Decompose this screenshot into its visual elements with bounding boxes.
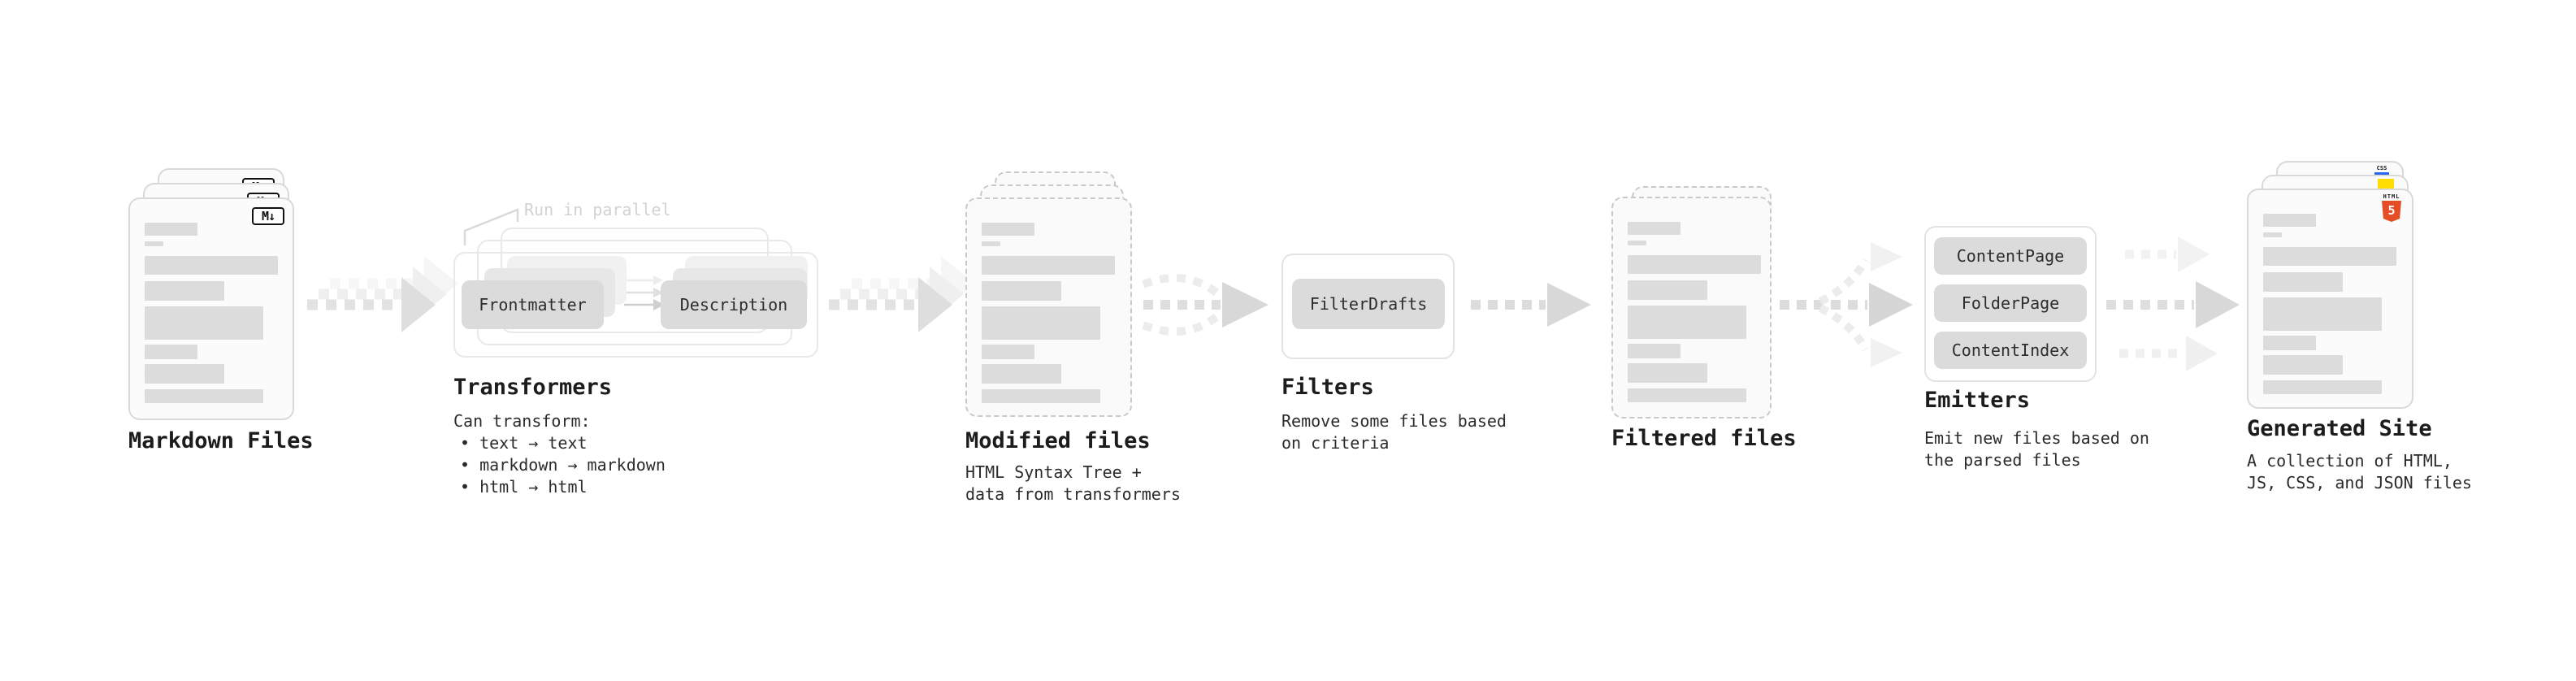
arrow-transformers-to-modified [829,256,975,332]
arrow-emitters-to-site [2106,236,2240,371]
text-placeholder-bar [2263,336,2316,350]
text-placeholder-bar [982,223,1034,236]
text-placeholder-bar [2263,232,2282,237]
text-placeholder-bar [1628,280,1707,300]
contentpage-pill: ContentPage [1934,237,2087,275]
text-placeholder-bar [1628,388,1746,402]
text-placeholder-bar [1628,306,1746,339]
emitters-desc: Emit new files based on [1924,428,2149,448]
arrow-filters-to-filtered [1471,283,1591,327]
site-file-html: HTML 5 [2247,189,2413,409]
document-placeholder-text [145,223,278,403]
text-placeholder-bar [2263,297,2382,331]
text-placeholder-bar [982,364,1061,384]
modified-files-desc: HTML Syntax Tree + [965,462,1142,482]
html5-icon: HTML 5 [2381,193,2402,222]
text-placeholder-bar [1628,222,1680,235]
text-placeholder-bar [2263,214,2316,227]
text-placeholder-bar [145,241,163,246]
filters-desc: Remove some files based [1281,411,1507,431]
filtered-files-label: Filtered files [1611,426,1797,451]
text-placeholder-bar [145,345,197,359]
note-leader-line [463,208,519,245]
markdown-files-label: Markdown Files [128,428,314,453]
markdown-icon: M↓ [252,207,284,225]
generated-site-label: Generated Site [2247,416,2432,441]
text-placeholder-bar [982,256,1115,275]
document-placeholder-text [2263,214,2396,394]
frontmatter-pill: Frontmatter [462,280,604,329]
run-in-parallel-note: Run in parallel [524,200,671,219]
text-placeholder-bar [982,281,1061,301]
text-placeholder-bar [145,256,278,275]
text-placeholder-bar [982,389,1100,403]
text-placeholder-bar [145,389,263,403]
transformer-card-front [453,252,818,358]
transformers-desc-title: Can transform: [453,411,591,431]
emitters-label: Emitters [1924,388,2031,413]
text-placeholder-bar [1628,344,1680,358]
description-pill: Description [661,280,807,329]
text-placeholder-bar [2263,380,2382,394]
js-icon [2378,179,2394,189]
filtered-file-front [1611,197,1772,419]
transformers-bullet: • text → text [460,433,588,453]
generated-site-desc: JS, CSS, and JSON files [2247,473,2472,492]
modified-files-label: Modified files [965,428,1151,453]
document-placeholder-text [982,223,1115,403]
text-placeholder-bar [145,223,197,236]
text-placeholder-bar [1628,241,1646,245]
transformers-bullet: • markdown → markdown [460,455,666,475]
filters-desc: on criteria [1281,433,1390,453]
arrow-filtered-to-emitters [1780,242,1913,367]
markdown-file-front: M↓ [128,197,294,420]
text-placeholder-bar [1628,255,1761,274]
transformers-label: Transformers [453,375,613,400]
modified-files-desc: data from transformers [965,484,1181,504]
arrow-modified-to-filters [1142,273,1268,336]
transformers-bullet: • html → html [460,477,588,497]
generated-site-desc: A collection of HTML, [2247,451,2452,471]
text-placeholder-bar [1628,363,1707,383]
text-placeholder-bar [2263,355,2343,375]
arrow-frontmatter-to-description [624,275,665,310]
text-placeholder-bar [2263,272,2343,292]
text-placeholder-bar [145,281,224,301]
document-placeholder-text [1628,222,1761,402]
text-placeholder-bar [982,345,1034,359]
folderpage-pill: FolderPage [1934,284,2087,322]
modified-file-front [965,197,1132,417]
arrow-markdown-to-transformers [307,256,458,332]
text-placeholder-bar [982,306,1100,340]
contentindex-pill: ContentIndex [1934,332,2087,369]
emitters-desc: the parsed files [1924,450,2081,470]
text-placeholder-bar [145,306,263,340]
filterdrafts-pill: FilterDrafts [1292,279,1445,329]
text-placeholder-bar [145,364,224,384]
text-placeholder-bar [982,241,1000,246]
filters-label: Filters [1281,375,1374,400]
text-placeholder-bar [2263,247,2396,266]
css3-icon: CSS [2374,166,2389,175]
